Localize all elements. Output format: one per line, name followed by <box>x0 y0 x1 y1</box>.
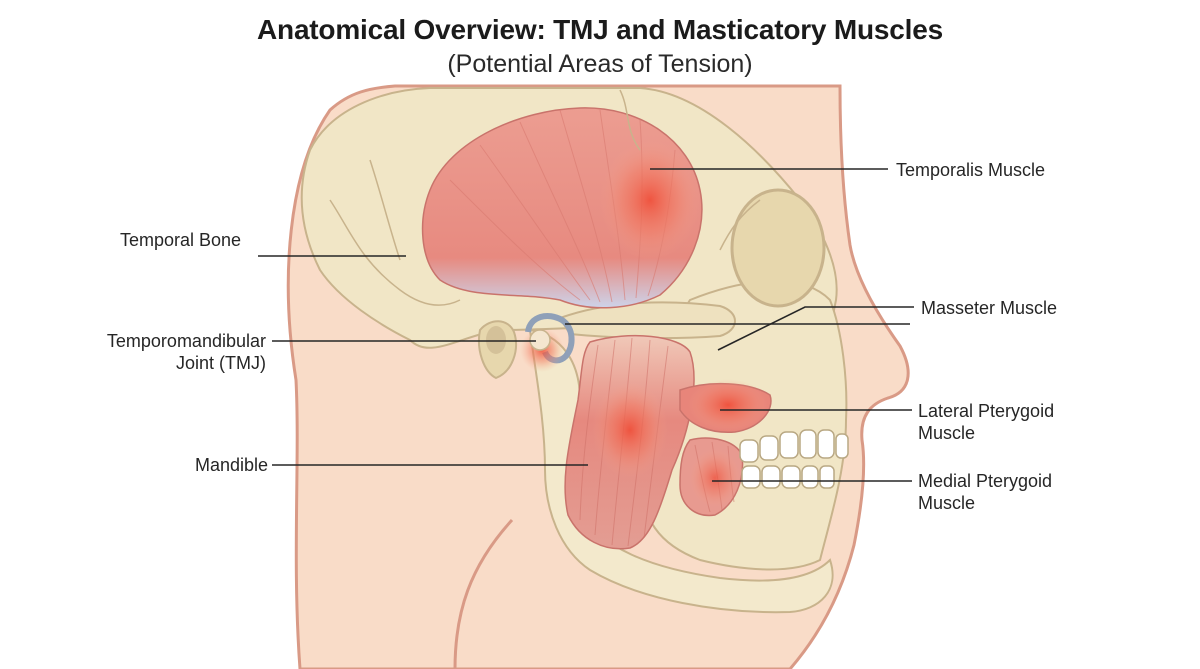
medial-pterygoid-tension-zone <box>689 448 741 508</box>
tmj-joint <box>520 313 575 372</box>
label-temporal-bone: Temporal Bone <box>120 230 242 250</box>
page-subtitle: (Potential Areas of Tension) <box>447 50 753 78</box>
orbit <box>730 188 826 308</box>
temporalis-tension-zone <box>600 140 700 260</box>
page-title: Anatomical Overview: TMJ and Masticatory… <box>257 14 943 45</box>
suture-lines <box>329 89 761 306</box>
leader-masseter <box>717 306 914 351</box>
label-mandible: Mandible <box>194 455 268 475</box>
neck-outline <box>453 518 514 669</box>
masseter-tension-zone <box>592 382 668 478</box>
label-temporalis-muscle: Temporalis Muscle <box>896 160 1046 180</box>
label-masseter-muscle: Masseter Muscle <box>921 298 1058 318</box>
teeth <box>739 429 849 489</box>
label-medial-pterygoid: Medial Pterygoid Muscle <box>918 471 1053 513</box>
leader-lines <box>258 168 914 482</box>
lateral-pterygoid-tension-zone <box>688 379 768 431</box>
label-lateral-pterygoid: Lateral Pterygoid Muscle <box>918 401 1055 443</box>
label-tmj: Temporomandibular Joint (TMJ) <box>106 331 266 373</box>
